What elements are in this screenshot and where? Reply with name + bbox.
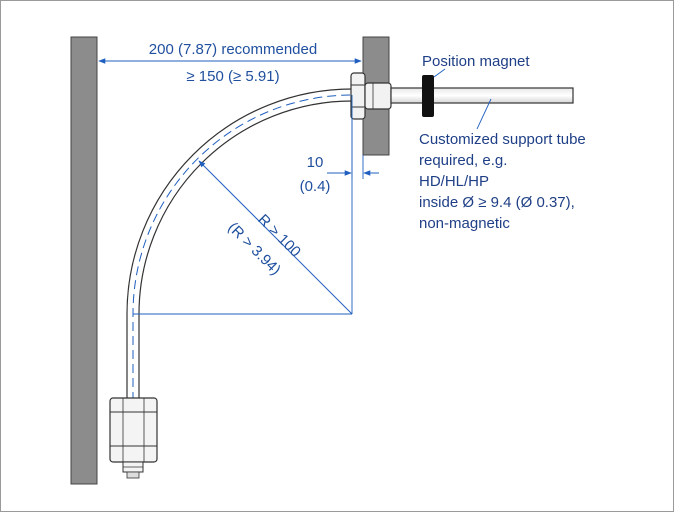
tube-note-line4: inside Ø ≥ 9.4 (Ø 0.37), bbox=[419, 194, 575, 211]
tube-note-line3: HD/HL/HP bbox=[419, 173, 489, 190]
tube-note-line2: required, e.g. bbox=[419, 152, 507, 169]
magnet-leader bbox=[433, 68, 446, 78]
left-wall bbox=[70, 36, 98, 485]
sensor-tube-outer bbox=[126, 88, 366, 401]
offset-value: 10 bbox=[307, 154, 324, 171]
radius-dimension-line bbox=[198, 160, 353, 315]
tube-note-line1: Customized support tube bbox=[419, 131, 586, 148]
tube-centerline bbox=[132, 94, 571, 471]
position-magnet bbox=[422, 75, 434, 117]
dimension-minimum: ≥ 150 (≥ 5.91) bbox=[186, 68, 279, 85]
offset-inch: (0.4) bbox=[300, 178, 331, 195]
position-magnet-label: Position magnet bbox=[422, 53, 530, 70]
fitting-collar bbox=[364, 82, 392, 110]
sensor-head bbox=[109, 397, 158, 463]
hex-nut bbox=[350, 72, 366, 120]
tube-note-leader bbox=[476, 98, 492, 130]
dimension-recommended: 200 (7.87) recommended bbox=[149, 41, 317, 58]
sensor-rod bbox=[390, 87, 574, 104]
tube-note-line5: non-magnetic bbox=[419, 215, 510, 232]
